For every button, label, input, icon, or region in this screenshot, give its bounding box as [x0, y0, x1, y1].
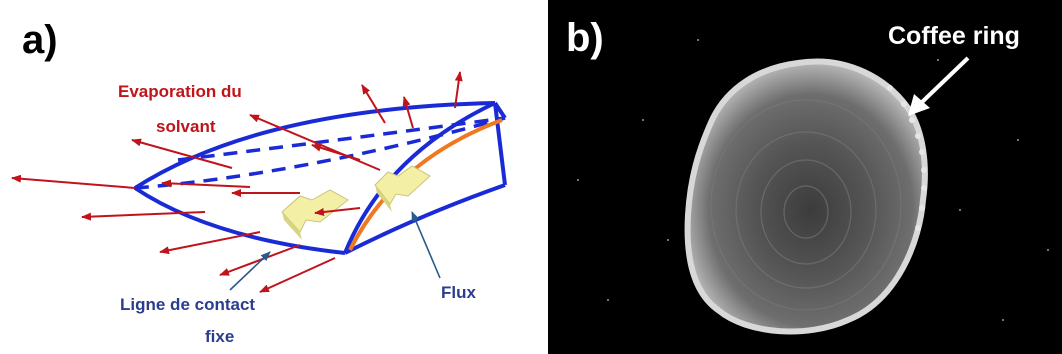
- flow-arrow-left: [281, 189, 349, 240]
- droplet-hidden-edges: [134, 116, 506, 190]
- droplet-cross-section-curve: [343, 101, 496, 254]
- droplet-outline: [133, 101, 507, 255]
- droplet-texture-rings: [710, 99, 902, 311]
- evap-arrow-far-left: [11, 174, 136, 189]
- hidden-mid-edge: [177, 116, 506, 162]
- evaporation-label-line1: Evaporation du: [118, 82, 242, 101]
- evap-arrow-top-right: [454, 71, 463, 109]
- contact-line-label-line1: Ligne de contact: [120, 295, 256, 314]
- flow-arrow-right: [374, 165, 431, 212]
- evap-arrow-mid: [161, 179, 251, 188]
- evap-arrow-top-mid: [402, 96, 414, 129]
- droplet-base-front-edge: [133, 186, 346, 255]
- flow-curve: [348, 118, 503, 251]
- contact-line-label-line2: fixe: [205, 327, 235, 346]
- droplet-right-vertical-edge: [493, 102, 507, 186]
- contact-line-pointer: [229, 251, 271, 291]
- evaporation-arrows: [11, 71, 463, 293]
- panel-b-micrograph: b) Coffee ring: [548, 0, 1062, 354]
- droplet-schematic-diagram: [11, 71, 507, 293]
- panel-b-letter: b): [566, 16, 604, 60]
- evap-arrow-mid-left: [131, 138, 233, 169]
- evap-arrow-upper-mid: [311, 143, 361, 161]
- evap-arrow-inner: [314, 207, 361, 216]
- droplet-top-edge: [133, 101, 496, 190]
- flux-pointer: [411, 211, 441, 279]
- evap-arrow-bottom: [219, 244, 301, 276]
- flux-label: Flux: [441, 283, 476, 302]
- dried-droplet-image: [577, 39, 1049, 335]
- evap-arrow-top-left: [361, 84, 386, 124]
- evap-arrow-bottom-right: [259, 257, 336, 293]
- background-speckles: [577, 39, 1049, 321]
- droplet-base-right-edge: [344, 183, 506, 255]
- evap-arrow-left: [81, 211, 206, 221]
- coffee-ring-label: Coffee ring: [888, 22, 1020, 50]
- dried-droplet: [684, 58, 928, 335]
- evap-arrow-upper-left: [249, 114, 381, 171]
- droplet-corner-edge: [493, 101, 507, 120]
- coffee-ring-pointer-arrow: [908, 56, 970, 116]
- coffee-ring-edge: [887, 85, 927, 231]
- panel-a-letter: a): [22, 18, 58, 62]
- evap-arrow-lower-left: [159, 231, 261, 255]
- evaporation-label-line2: solvant: [156, 117, 216, 136]
- panel-a-schematic: a) Evaporation du solvant Ligne de conta…: [11, 18, 507, 346]
